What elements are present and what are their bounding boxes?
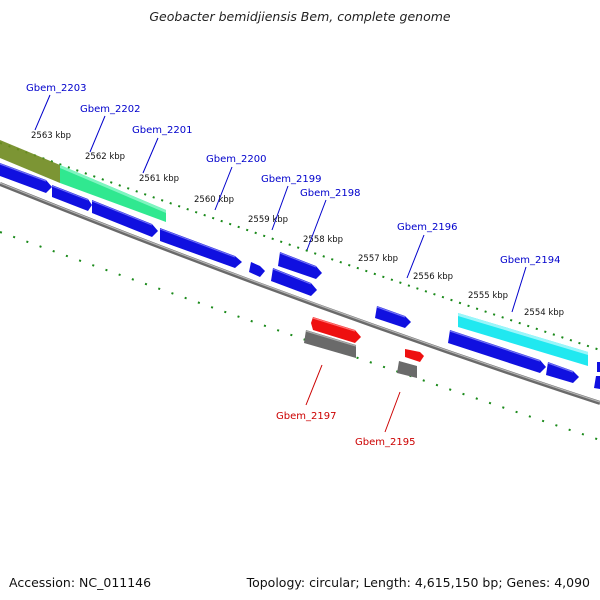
- gene-arrow: [594, 376, 600, 389]
- rna-genes: [311, 317, 424, 362]
- position-label: 2557 kbp: [358, 254, 398, 264]
- gene-labels: Gbem_2203 Gbem_2202 Gbem_2201 Gbem_2200 …: [26, 83, 560, 448]
- forward-genes: [0, 163, 600, 389]
- accession-footer: Accession: NC_011146: [9, 575, 151, 590]
- gene-label-leaders: [34, 94, 527, 433]
- gene-arrow: [278, 252, 322, 279]
- accession-value: NC_011146: [79, 575, 152, 590]
- gene-label-gbem-2197: Gbem_2197: [276, 411, 336, 422]
- gene-arrow: [160, 228, 242, 268]
- gene-label-gbem-2194: Gbem_2194: [500, 255, 560, 266]
- position-label: 2559 kbp: [248, 215, 288, 225]
- position-label: 2560 kbp: [194, 195, 234, 205]
- gene-label-gbem-2203: Gbem_2203: [26, 83, 86, 94]
- genes-value: 4,090: [554, 575, 590, 590]
- gene-arrow: [597, 362, 600, 372]
- position-label: 2563 kbp: [31, 131, 71, 141]
- genes-label: Genes:: [506, 575, 551, 590]
- position-label: 2554 kbp: [524, 308, 564, 318]
- map-title: Geobacter bemidjiensis Bem, complete gen…: [149, 9, 451, 24]
- gene-arrow: [271, 268, 317, 296]
- accession-label: Accession:: [9, 575, 76, 590]
- genome-backbone: [0, 182, 600, 405]
- topology-label: Topology:: [246, 575, 306, 590]
- position-label: 2561 kbp: [139, 174, 179, 184]
- gene-label-gbem-2196: Gbem_2196: [397, 222, 457, 233]
- gene-label-gbem-2199: Gbem_2199: [261, 174, 321, 185]
- gene-arrow: [0, 163, 52, 193]
- gene-label-gbem-2201: Gbem_2201: [132, 125, 192, 136]
- position-label: 2562 kbp: [85, 152, 125, 162]
- gene-arrow: [448, 330, 546, 373]
- gene-label-gbem-2195: Gbem_2195: [355, 437, 415, 448]
- gene-arrow: [546, 362, 579, 383]
- gene-bevels: [0, 163, 574, 373]
- topology-value: circular: [309, 575, 356, 590]
- highlight-cyan: [458, 313, 588, 366]
- gene-arrow: [249, 262, 265, 277]
- highlight-olive: [0, 140, 60, 183]
- gene-label-gbem-2200: Gbem_2200: [206, 154, 266, 165]
- position-label: 2556 kbp: [413, 272, 453, 282]
- length-label: Length:: [363, 575, 411, 590]
- gene-label-gbem-2198: Gbem_2198: [300, 188, 360, 199]
- gene-arrow: [92, 200, 158, 237]
- highlight-green: [60, 165, 166, 222]
- position-label: 2555 kbp: [468, 291, 508, 301]
- position-label: 2558 kbp: [303, 235, 343, 245]
- gene-arrow: [52, 185, 92, 211]
- gene-arrow: [375, 306, 411, 328]
- pseudo-genes: [304, 330, 417, 378]
- position-labels: 2563 kbp 2562 kbp 2561 kbp 2560 kbp 2559…: [31, 131, 564, 318]
- gene-label-gbem-2202: Gbem_2202: [80, 104, 140, 115]
- genome-stats-footer: Topology: circular; Length: 4,615,150 bp…: [246, 575, 590, 590]
- length-value: 4,615,150 bp: [414, 575, 499, 590]
